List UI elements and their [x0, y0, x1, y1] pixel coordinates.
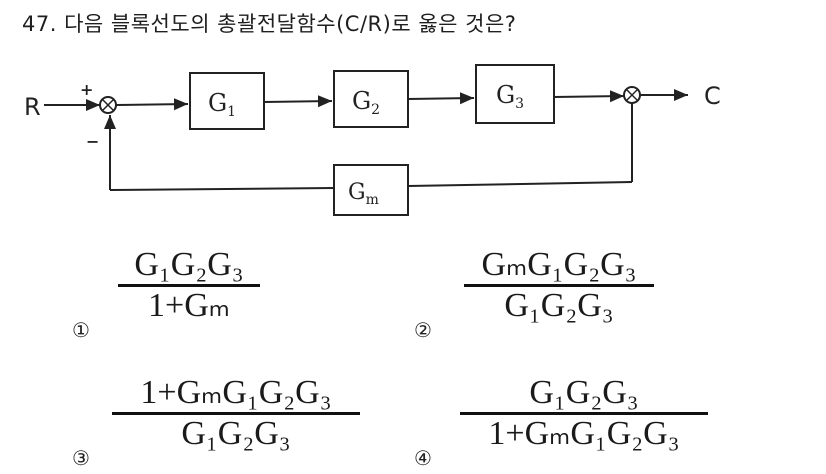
block-g3: [475, 64, 555, 124]
question-title: 47. 다음 블록선도의 총괄전달함수(C/R)로 옳은 것은?: [22, 8, 516, 38]
option-1-marker[interactable]: ①: [72, 318, 90, 342]
block-g1-label: G1: [208, 89, 236, 120]
option-2-marker[interactable]: ②: [414, 318, 432, 342]
block-gm-label: Gm: [348, 180, 379, 208]
block-g2-label: G2: [352, 87, 380, 118]
block-g3-label: G3: [496, 81, 524, 112]
input-label-r: R: [24, 93, 41, 121]
option-2-numerator: GₘG₁G₂G₃: [481, 246, 637, 283]
block-diagram: R C + − G1 G2 G3 Gm: [24, 64, 721, 216]
plus-sign: +: [80, 80, 93, 99]
fraction-bar: [112, 412, 360, 415]
option-3-marker[interactable]: ③: [72, 446, 90, 470]
option-1-fraction[interactable]: G₁G₂G₃ 1+Gₘ: [118, 246, 260, 325]
option-3-numerator: 1+GₘG₁G₂G₃: [140, 374, 332, 411]
option-4-marker[interactable]: ④: [414, 446, 432, 470]
option-1-numerator: G₁G₂G₃: [134, 246, 244, 283]
option-3-denominator: G₁G₂G₃: [181, 415, 291, 452]
option-2-denominator: G₁G₂G₃: [504, 287, 614, 324]
option-1-denominator: 1+Gₘ: [148, 287, 230, 324]
option-2-fraction[interactable]: GₘG₁G₂G₃ G₁G₂G₃: [464, 246, 654, 325]
output-label-c: C: [704, 82, 721, 110]
minus-sign: −: [86, 132, 99, 151]
option-3-fraction[interactable]: 1+GₘG₁G₂G₃ G₁G₂G₃: [112, 374, 360, 453]
question-number: 47.: [22, 12, 57, 36]
question-text: 다음 블록선도의 총괄전달함수(C/R)로 옳은 것은?: [64, 12, 517, 36]
block-gm: [333, 164, 409, 216]
option-4-fraction[interactable]: G₁G₂G₃ 1+GₘG₁G₂G₃: [460, 374, 708, 453]
option-4-denominator: 1+GₘG₁G₂G₃: [488, 415, 680, 452]
fraction-bar: [460, 412, 708, 415]
option-4-numerator: G₁G₂G₃: [529, 374, 639, 411]
fraction-bar: [118, 284, 260, 287]
fraction-bar: [464, 284, 654, 287]
